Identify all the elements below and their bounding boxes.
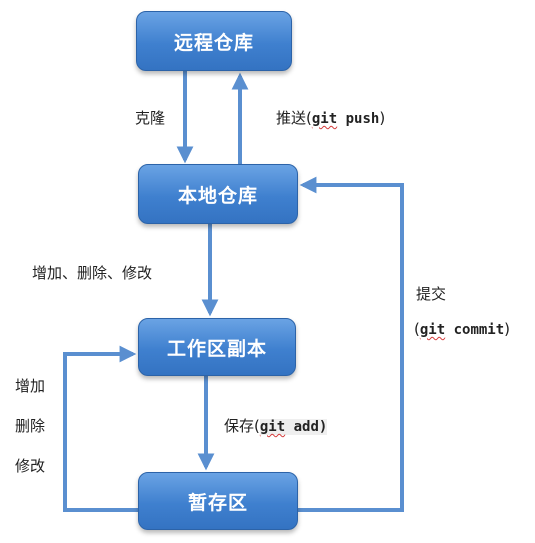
save-command: git add) — [259, 419, 328, 435]
commit-open: ( — [414, 320, 420, 338]
arrow-stage-to-workcopy — [63, 345, 138, 512]
push-command: git push — [312, 111, 379, 127]
left-delete-label: 删除 — [15, 417, 46, 435]
save-prefix: 保存( — [224, 417, 260, 435]
push-prefix: 推送( — [276, 109, 312, 127]
remote-repository-node: 远程仓库 — [136, 11, 292, 71]
left-modify-label: 修改 — [15, 457, 46, 475]
push-suffix: ) — [379, 109, 386, 127]
save-suffix: ) — [318, 419, 328, 435]
save-command-git: git — [259, 419, 286, 435]
add-delete-modify-label: 增加、删除、修改 — [32, 264, 153, 282]
commit-command-git: git — [419, 322, 446, 338]
clone-label: 克隆 — [135, 109, 166, 127]
commit-command-label: (git commit) — [414, 320, 510, 338]
local-repository-label: 本地仓库 — [177, 184, 258, 207]
working-copy-node: 工作区副本 — [138, 318, 296, 376]
staging-area-label: 暂存区 — [187, 491, 248, 514]
arrow-commit — [298, 176, 404, 512]
save-label: 保存(git add) — [224, 415, 328, 436]
commit-command-rest: commit — [445, 322, 505, 338]
submit-label: 提交 — [416, 285, 447, 303]
commit-close: ) — [504, 320, 511, 338]
local-repository-node: 本地仓库 — [138, 164, 298, 224]
working-copy-label: 工作区副本 — [166, 337, 267, 360]
save-command-rest: add — [285, 419, 319, 435]
push-command-rest: push — [337, 111, 380, 127]
left-add-label: 增加 — [15, 377, 46, 395]
staging-area-node: 暂存区 — [138, 472, 298, 530]
commit-command: git commit — [420, 322, 504, 338]
push-label: 推送(git push) — [276, 107, 385, 128]
push-command-git: git — [311, 111, 338, 127]
remote-repository-label: 远程仓库 — [173, 31, 254, 54]
